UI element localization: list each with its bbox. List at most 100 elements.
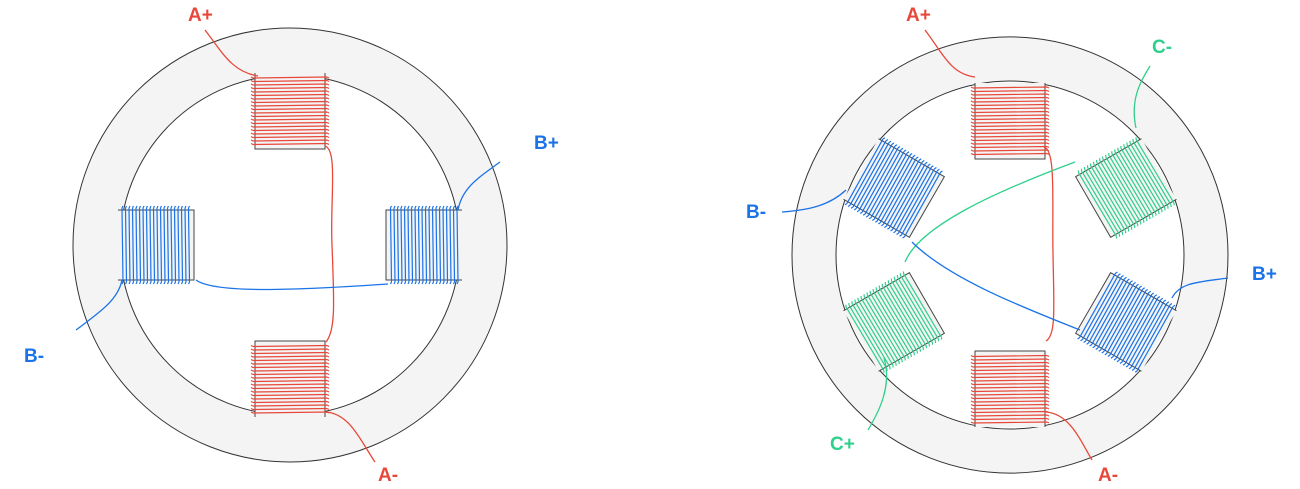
coil-winding (970, 407, 1050, 410)
coil-winding (856, 144, 898, 213)
coil-winding (853, 142, 895, 211)
coil-winding (970, 145, 1050, 149)
coil-winding (970, 379, 1050, 382)
coil-winding (851, 301, 891, 370)
coil-winding (893, 165, 934, 234)
coil-winding (250, 121, 330, 125)
coil-winding (1077, 170, 1118, 239)
coil-winding (163, 205, 166, 285)
coil-winding (1119, 295, 1161, 365)
coil-winding (410, 205, 414, 285)
coil-winding (250, 397, 330, 400)
coil-winding (854, 299, 894, 368)
coil-winding (149, 205, 152, 285)
coil-winding (875, 287, 915, 356)
wire-b-minus (75, 279, 123, 331)
coil-winding (250, 76, 330, 79)
coil-winding (1080, 168, 1121, 237)
coil-winding (250, 407, 330, 411)
coil-winding (1101, 285, 1142, 354)
coil-winding (1125, 299, 1167, 368)
coil-winding (970, 403, 1050, 407)
coil-winding (970, 100, 1050, 103)
coil-winding (1092, 161, 1133, 230)
coil-winding (421, 205, 424, 285)
coil-winding (250, 104, 330, 107)
wire-a-link (324, 145, 335, 343)
label-a-minus: A- (378, 465, 399, 486)
coil-winding (250, 372, 330, 376)
coil-winding (1086, 276, 1127, 345)
coil-winding (128, 205, 131, 285)
coil-winding (1129, 140, 1169, 209)
coil-winding (970, 86, 1050, 89)
coil-winding (970, 114, 1050, 117)
coil-winding (881, 283, 921, 352)
wire-c-link (904, 161, 1076, 263)
coil-winding (970, 138, 1050, 142)
coil-winding (970, 417, 1050, 421)
coil-winding (250, 348, 330, 351)
coil-winding (850, 140, 892, 209)
coil-winding (250, 351, 330, 355)
coil-winding (250, 404, 330, 407)
coil-winding (250, 365, 330, 369)
coil-winding (970, 117, 1050, 121)
coil-winding (970, 121, 1050, 124)
coil-winding (456, 205, 459, 285)
coil-winding (1102, 156, 1142, 225)
coil-winding (1135, 137, 1175, 206)
phase-a-pole-coil (970, 350, 1050, 427)
coil-winding (970, 375, 1050, 379)
coil-winding (1095, 159, 1136, 229)
coil-winding (884, 159, 925, 229)
coil-winding (403, 205, 407, 285)
coil-winding (878, 285, 918, 354)
coil-winding (878, 156, 919, 225)
coil-winding (896, 166, 937, 236)
coil-winding (250, 386, 330, 390)
coil-winding (250, 390, 330, 393)
label-b-minus: B- (24, 346, 45, 367)
coil-winding (1123, 144, 1163, 213)
coil-winding (970, 131, 1050, 135)
coil-winding (887, 161, 928, 230)
coil-winding (250, 128, 330, 132)
coil-winding (860, 295, 900, 365)
coil-winding (970, 389, 1050, 393)
coil-winding (970, 107, 1050, 110)
coil-winding (184, 205, 187, 285)
coil-winding (1108, 152, 1148, 222)
coil-winding (1092, 280, 1133, 349)
coil-winding (407, 205, 410, 285)
phase-b-pole-coil (118, 205, 195, 285)
wire-b-plus (457, 161, 501, 211)
coil-winding (1116, 294, 1158, 363)
coil-winding (1083, 166, 1124, 236)
coil-winding (187, 205, 191, 285)
coil-winding (890, 278, 931, 347)
coil-winding (970, 135, 1050, 138)
coil-winding (156, 205, 159, 285)
coil-winding (970, 382, 1050, 386)
coil-winding (142, 205, 145, 285)
phase-c-pole-coil (843, 271, 946, 373)
coil-winding (250, 93, 330, 97)
coil-winding (970, 372, 1050, 375)
coil-winding (250, 114, 330, 118)
coil-winding (431, 205, 435, 285)
coil-winding (970, 396, 1050, 400)
coil-winding (250, 125, 330, 128)
coil-winding (970, 393, 1050, 396)
coil-winding (890, 163, 931, 232)
coil-winding (1120, 145, 1160, 215)
phase-a-pole-coil (970, 83, 1050, 160)
coil-winding (396, 205, 400, 285)
coil-winding (400, 205, 403, 285)
coil-winding (121, 205, 124, 285)
coil-winding (159, 205, 163, 285)
coil-winding (1132, 138, 1172, 208)
coil-winding (393, 205, 396, 285)
coil-winding (865, 149, 907, 218)
